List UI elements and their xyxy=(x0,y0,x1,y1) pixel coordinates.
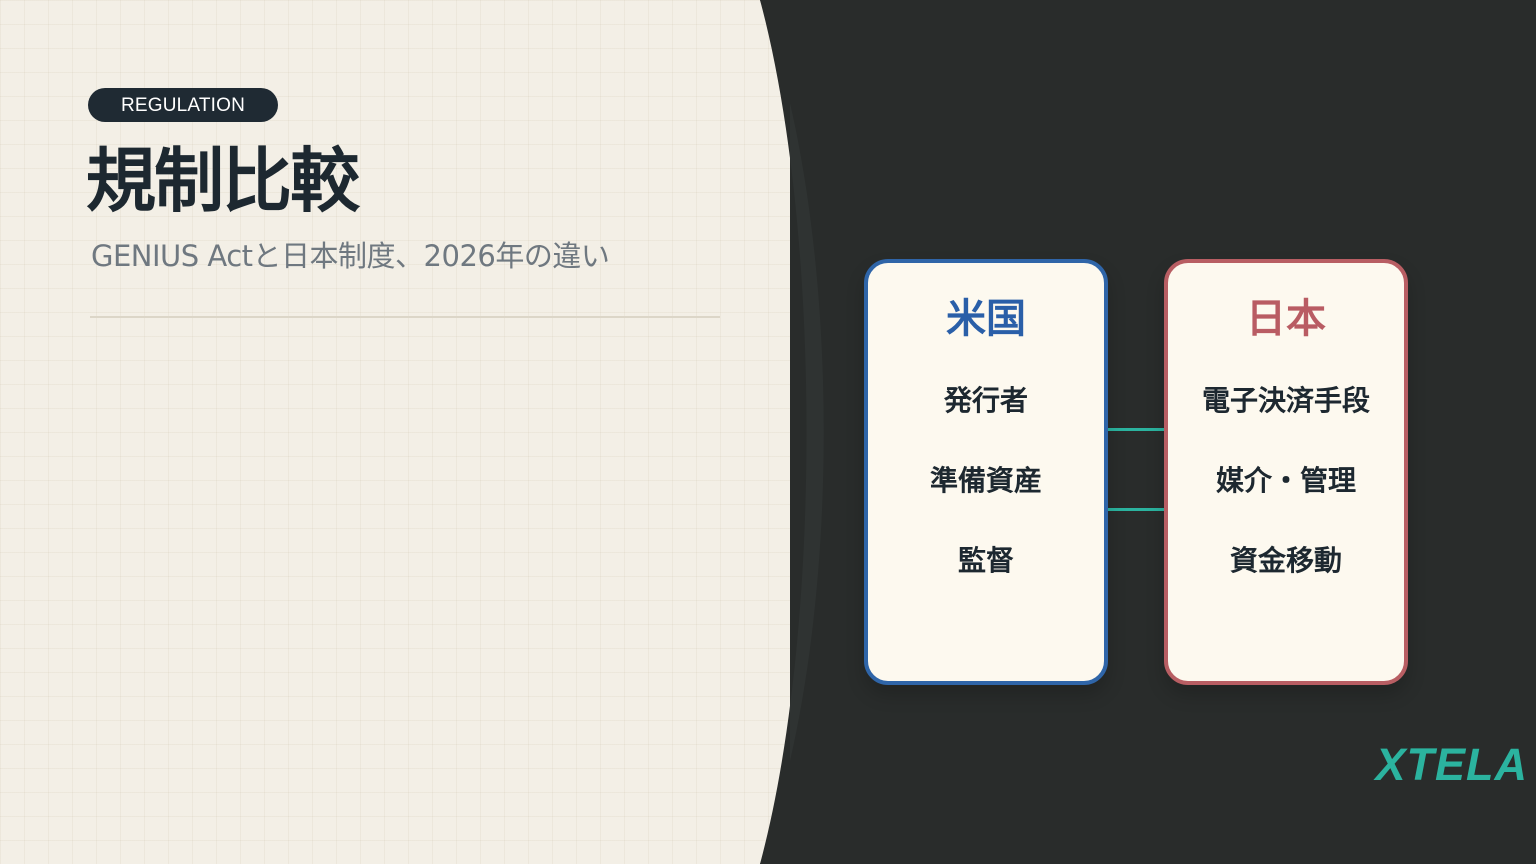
us-item-supervision: 監督 xyxy=(957,544,1014,577)
connector-line xyxy=(1104,508,1166,511)
us-item-issuer: 発行者 xyxy=(943,384,1028,417)
japan-regulation-card: 日本 電子決済手段 媒介・管理 資金移動 xyxy=(1164,259,1408,685)
title-divider xyxy=(90,316,720,318)
us-item-reserve-assets: 準備資産 xyxy=(929,464,1042,497)
left-panel xyxy=(0,0,790,864)
xtela-logo: XTELA xyxy=(1375,739,1528,790)
connector-line xyxy=(1104,428,1166,431)
page-subtitle: GENIUS Actと日本制度、2026年の違い xyxy=(91,239,610,273)
us-card-heading: 米国 xyxy=(946,296,1026,342)
japan-item-fund-transfer: 資金移動 xyxy=(1229,544,1342,577)
us-regulation-card: 米国 発行者 準備資産 監督 xyxy=(864,259,1108,685)
japan-item-intermediary-custody: 媒介・管理 xyxy=(1215,464,1356,497)
page-title: 規制比較 xyxy=(86,140,360,222)
curved-divider xyxy=(760,0,824,864)
japan-item-electronic-payment: 電子決済手段 xyxy=(1201,384,1370,417)
regulation-tag: REGULATION xyxy=(88,88,278,122)
japan-card-heading: 日本 xyxy=(1246,296,1326,342)
